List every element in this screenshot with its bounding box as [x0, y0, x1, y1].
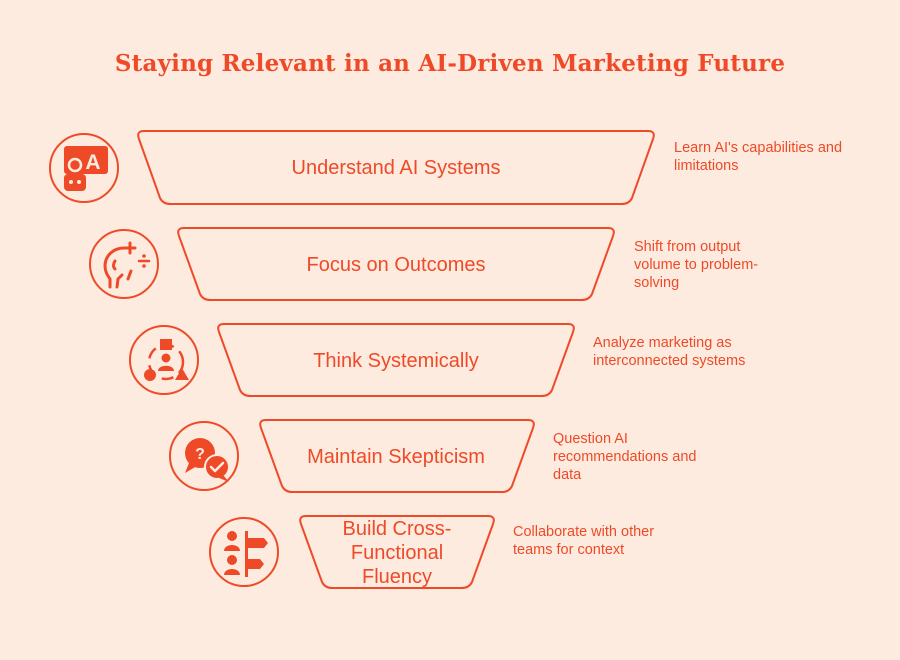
svg-text:A: A [85, 151, 100, 174]
funnel-stage-4-shape [259, 419, 535, 493]
stage-1-label: Understand AI Systems [291, 157, 501, 179]
stage-2-icon-circle [89, 229, 159, 299]
funnel-stage-1-shape [137, 130, 655, 205]
funnel-stage-5-shape [299, 515, 495, 589]
stage-5-icon-circle [209, 517, 279, 587]
connected-shapes-icon [144, 339, 189, 381]
ai-robot-icon: A [64, 146, 108, 191]
stage-3-label: Think Systemically [313, 350, 479, 372]
question-chat-icon: ? [185, 438, 230, 482]
stage-4-icon-circle: ? [169, 421, 239, 491]
stage-3-icon-circle [129, 325, 199, 395]
team-signpost-icon [224, 531, 268, 577]
stage-4-label: Maintain Skepticism [307, 446, 485, 468]
stage-3-description: Analyze marketing as interconnected syst… [593, 335, 746, 369]
funnel-stage-2-shape [177, 227, 615, 301]
stage-5-label: Build Cross-Functional Fluency [342, 518, 452, 588]
stage-4-description: Question AI recommendations and data [553, 431, 697, 483]
head-math-icon [103, 241, 151, 289]
svg-text:?: ? [195, 446, 205, 463]
stage-2-description: Shift from output volume to problem-solv… [634, 239, 759, 291]
stage-2-label: Focus on Outcomes [306, 254, 486, 276]
diagram-title: Staying Relevant in an AI-Driven Marketi… [114, 50, 786, 77]
stage-1-description: Learn AI's capabilities and limitations [674, 140, 843, 174]
stage-1-icon-circle: A [49, 133, 119, 203]
funnel-stage-3-shape [217, 323, 575, 397]
stage-5-description: Collaborate with other teams for context [513, 524, 655, 558]
